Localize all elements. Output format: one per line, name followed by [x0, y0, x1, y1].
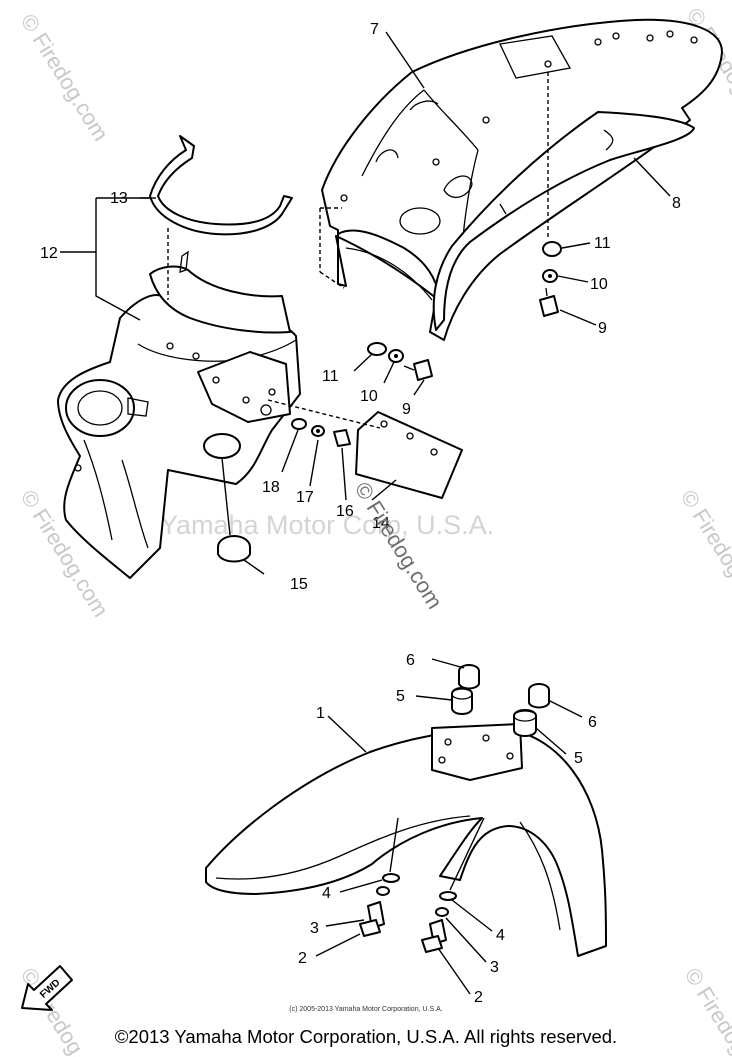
label-part-11-right: 11 [594, 235, 611, 252]
label-part-10-right: 10 [590, 276, 608, 293]
label-part-2-right: 2 [474, 989, 483, 1006]
cap-15 [217, 535, 251, 563]
watermark-center: © Firedog.com [350, 477, 448, 613]
label-part-6-right: 6 [588, 714, 597, 731]
watermark-brand: Yamaha Motor Corp, U.S.A. [160, 510, 494, 540]
label-part-16: 16 [336, 503, 354, 520]
headlight-housing-12 [57, 265, 301, 579]
label-part-10-left: 10 [360, 388, 378, 405]
label-part-15: 15 [290, 576, 308, 593]
label-part-8: 8 [672, 195, 681, 212]
rear-fender-flap-8 [432, 111, 695, 331]
label-part-11-left: 11 [322, 368, 339, 385]
label-part-9-right: 9 [598, 320, 607, 337]
label-part-12: 12 [40, 245, 58, 262]
label-part-6-left: 6 [406, 652, 415, 669]
label-part-17: 17 [296, 489, 314, 506]
label-part-2-left: 2 [298, 950, 307, 967]
label-part-13: 13 [110, 190, 128, 207]
headlight-band-13 [149, 135, 293, 273]
label-part-1: 1 [316, 705, 325, 722]
forward-arrow-icon: FWD [21, 965, 73, 1011]
watermark-corner-tl: © Firedog.com [16, 9, 114, 145]
license-plate-bracket-14 [355, 411, 463, 499]
label-part-5-left: 5 [396, 688, 405, 705]
front-fender-1 [205, 723, 607, 957]
label-part-7: 7 [370, 21, 379, 38]
part-labels: 7 8 11 10 9 11 10 9 13 12 18 17 16 14 15… [40, 21, 681, 1006]
rear-fender-hardware [291, 241, 562, 447]
label-part-3-left: 3 [310, 920, 319, 937]
label-part-4-right: 4 [496, 927, 505, 944]
label-part-14: 14 [372, 515, 390, 532]
label-part-5-right: 5 [574, 750, 583, 767]
footer-copyright: ©2013 Yamaha Motor Corporation, U.S.A. A… [114, 1026, 618, 1047]
label-part-4-left: 4 [322, 885, 331, 902]
watermark-corner-mr: © Firedog.com [676, 485, 732, 621]
front-fender-hardware [359, 664, 550, 953]
label-part-18: 18 [262, 479, 280, 496]
leader-lines [60, 31, 671, 995]
label-part-9-left: 9 [402, 401, 411, 418]
small-credit: (c) 2005-2013 Yamaha Motor Corporation, … [289, 1006, 443, 1013]
label-part-3-right: 3 [490, 959, 499, 976]
